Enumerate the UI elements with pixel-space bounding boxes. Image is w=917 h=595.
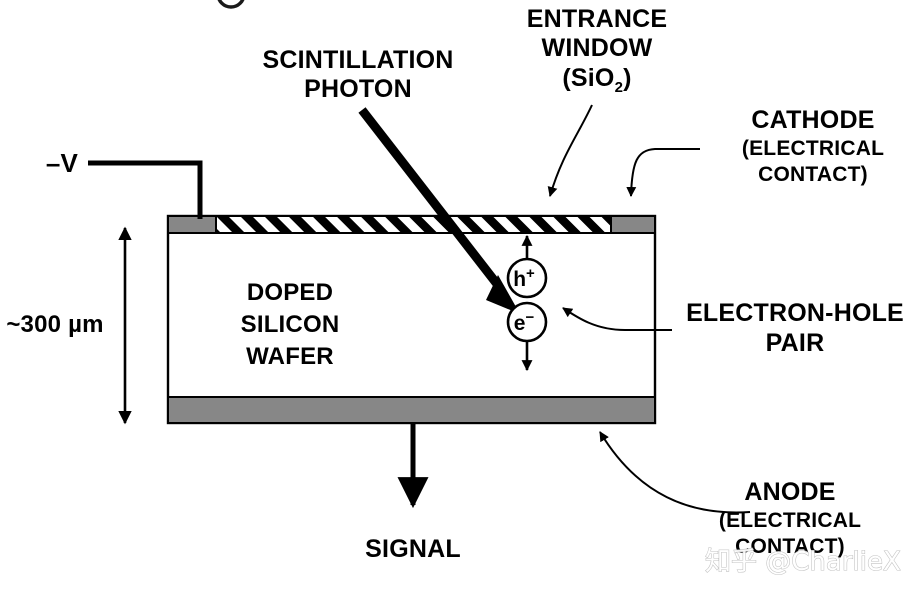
cathode-label-line2: (ELECTRICAL — [742, 137, 884, 160]
watermark: 知乎 @CharlieX — [705, 547, 901, 577]
scintillation-photon-arrowhead — [486, 275, 520, 314]
electron-carrier-symbol: e− — [514, 309, 535, 335]
anode-label-line2: (ELECTRICAL — [719, 509, 861, 532]
electron-symbol-char: e — [514, 312, 526, 335]
bias-voltage-label: –V — [46, 148, 79, 178]
hole-carrier-symbol: h+ — [513, 265, 535, 291]
entrance-window-formula: (SiO2) — [562, 64, 631, 96]
entrance-window-formula-base: (SiO — [562, 64, 614, 92]
anode-label-line1: ANODE — [744, 478, 835, 506]
cathode-label-line1: CATHODE — [751, 106, 874, 134]
electron-hole-pair-label-line2: PAIR — [766, 329, 825, 357]
cathode-contact-pad-right — [610, 215, 656, 234]
thickness-label: ~300 µm — [6, 311, 103, 338]
entrance-window-formula-subscript: 2 — [615, 79, 624, 96]
hole-carrier-circle — [506, 257, 548, 299]
entrance-window-label-line1: ENTRANCE — [527, 5, 668, 33]
cathode-contact-pad-left — [167, 215, 217, 234]
wafer-label-line3: WAFER — [246, 343, 334, 370]
hole-charge-sign: + — [526, 265, 535, 282]
anode-leader-arrow — [599, 431, 751, 514]
entrance-window-sio2-layer — [215, 215, 612, 234]
entrance-window-label-line2: WINDOW — [542, 34, 653, 62]
anode-label-line3: CONTACT) — [735, 535, 845, 558]
electron-hole-pair-leader-arrow — [562, 307, 672, 331]
scintillation-photon-label-line1: SCINTILLATION — [262, 46, 453, 74]
scintillation-photon-ray-line — [358, 107, 501, 287]
electron-charge-sign: − — [525, 309, 534, 326]
cropped-caption-glyph — [217, 0, 245, 9]
scintillation-photon-label-line2: PHOTON — [304, 75, 412, 103]
entrance-window-formula-close: ) — [623, 64, 632, 92]
cathode-label-line3: CONTACT) — [758, 163, 868, 186]
wafer-label-line2: SILICON — [241, 311, 340, 338]
entrance-window-leader-arrow — [547, 104, 593, 197]
cathode-leader-arrow — [626, 148, 700, 197]
silicon-wafer-body — [166, 214, 657, 425]
electron-hole-pair-label-line1: ELECTRON-HOLE — [686, 299, 904, 327]
bias-voltage-wire — [88, 160, 203, 219]
wafer-label-line1: DOPED — [247, 279, 333, 306]
electron-carrier-circle — [506, 301, 548, 343]
hole-symbol-char: h — [513, 268, 526, 291]
signal-label: SIGNAL — [365, 535, 461, 563]
anode-contact-layer — [167, 396, 656, 424]
